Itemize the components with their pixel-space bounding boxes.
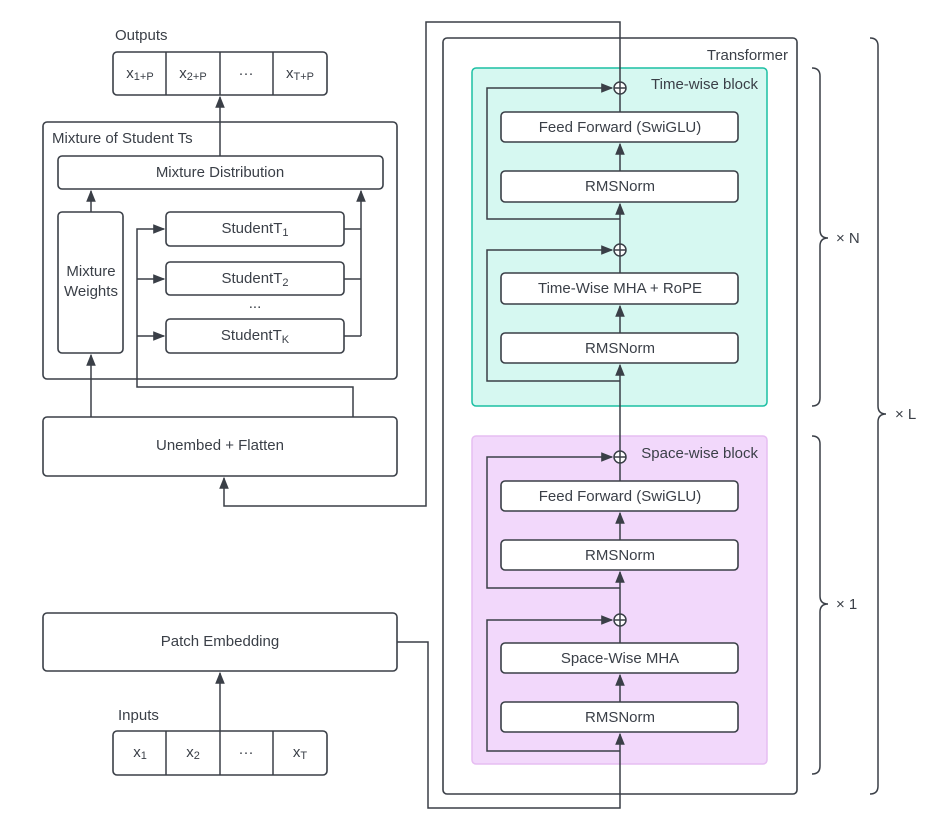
space-mha-box	[500, 642, 739, 674]
outputs-row: x1+P x2+P ··· xT+P	[112, 51, 328, 96]
space-wise-block-title: Space-wise block	[641, 445, 758, 462]
space-repeat-label: × 1	[836, 596, 857, 613]
space-mha-label: Space-Wise MHA	[561, 650, 679, 667]
mixture-title: Mixture of Student Ts	[52, 130, 193, 147]
output-cell: x2+P	[179, 65, 206, 83]
student-t-1-label: StudentT1	[222, 220, 289, 239]
mixture-weights-label-2: Weights	[64, 283, 118, 300]
space-repeat-brace	[811, 435, 829, 775]
space-rmsnorm-2-box	[500, 701, 739, 733]
space-rmsnorm-1-label: RMSNorm	[585, 547, 655, 564]
input-cell: x2	[186, 744, 200, 762]
layers-repeat-label: × L	[895, 406, 916, 423]
output-cell: x1+P	[126, 65, 153, 83]
inputs-row: x1 x2 ··· xT	[112, 730, 328, 776]
time-wise-block-title: Time-wise block	[651, 76, 758, 93]
layers-repeat-brace	[869, 37, 887, 795]
add-icon	[613, 243, 627, 257]
time-repeat-label: × N	[836, 230, 860, 247]
time-rmsnorm-2-label: RMSNorm	[585, 340, 655, 357]
student-t-2-label: StudentT2	[222, 270, 289, 289]
time-feed-forward-box	[500, 111, 739, 143]
output-cell-ellipsis: ···	[239, 65, 254, 82]
time-repeat-brace	[811, 67, 829, 407]
output-cell: xT+P	[286, 65, 314, 83]
student-t-k-label: StudentTK	[221, 327, 290, 346]
patch-embedding-label: Patch Embedding	[161, 633, 279, 650]
unembed-flatten-box	[42, 416, 398, 477]
transformer-title: Transformer	[707, 47, 788, 64]
add-icon	[613, 81, 627, 95]
add-icon	[613, 450, 627, 464]
input-cell-ellipsis: ···	[239, 744, 254, 761]
space-feed-forward-box	[500, 480, 739, 512]
inputs-label: Inputs	[118, 707, 159, 724]
unembed-flatten-label: Unembed + Flatten	[156, 437, 284, 454]
time-mha-label: Time-Wise MHA + RoPE	[538, 280, 702, 297]
time-mha-box	[500, 272, 739, 305]
students-ellipsis: ...	[249, 295, 262, 312]
transformer-connectors	[219, 21, 625, 809]
mixture-connectors	[86, 95, 361, 417]
input-cell: x1	[133, 744, 147, 762]
outputs-label: Outputs	[115, 27, 168, 44]
mixture-weights-label-1: Mixture	[66, 263, 115, 280]
mixture-distribution-label: Mixture Distribution	[156, 164, 284, 181]
input-cell: xT	[293, 744, 308, 762]
space-rmsnorm-2-label: RMSNorm	[585, 709, 655, 726]
add-icon	[613, 613, 627, 627]
time-feed-forward-label: Feed Forward (SwiGLU)	[539, 119, 702, 136]
space-feed-forward-label: Feed Forward (SwiGLU)	[539, 488, 702, 505]
time-rmsnorm-1-label: RMSNorm	[585, 178, 655, 195]
time-rmsnorm-1-box	[500, 170, 739, 203]
space-rmsnorm-1-box	[500, 539, 739, 571]
time-rmsnorm-2-box	[500, 332, 739, 364]
